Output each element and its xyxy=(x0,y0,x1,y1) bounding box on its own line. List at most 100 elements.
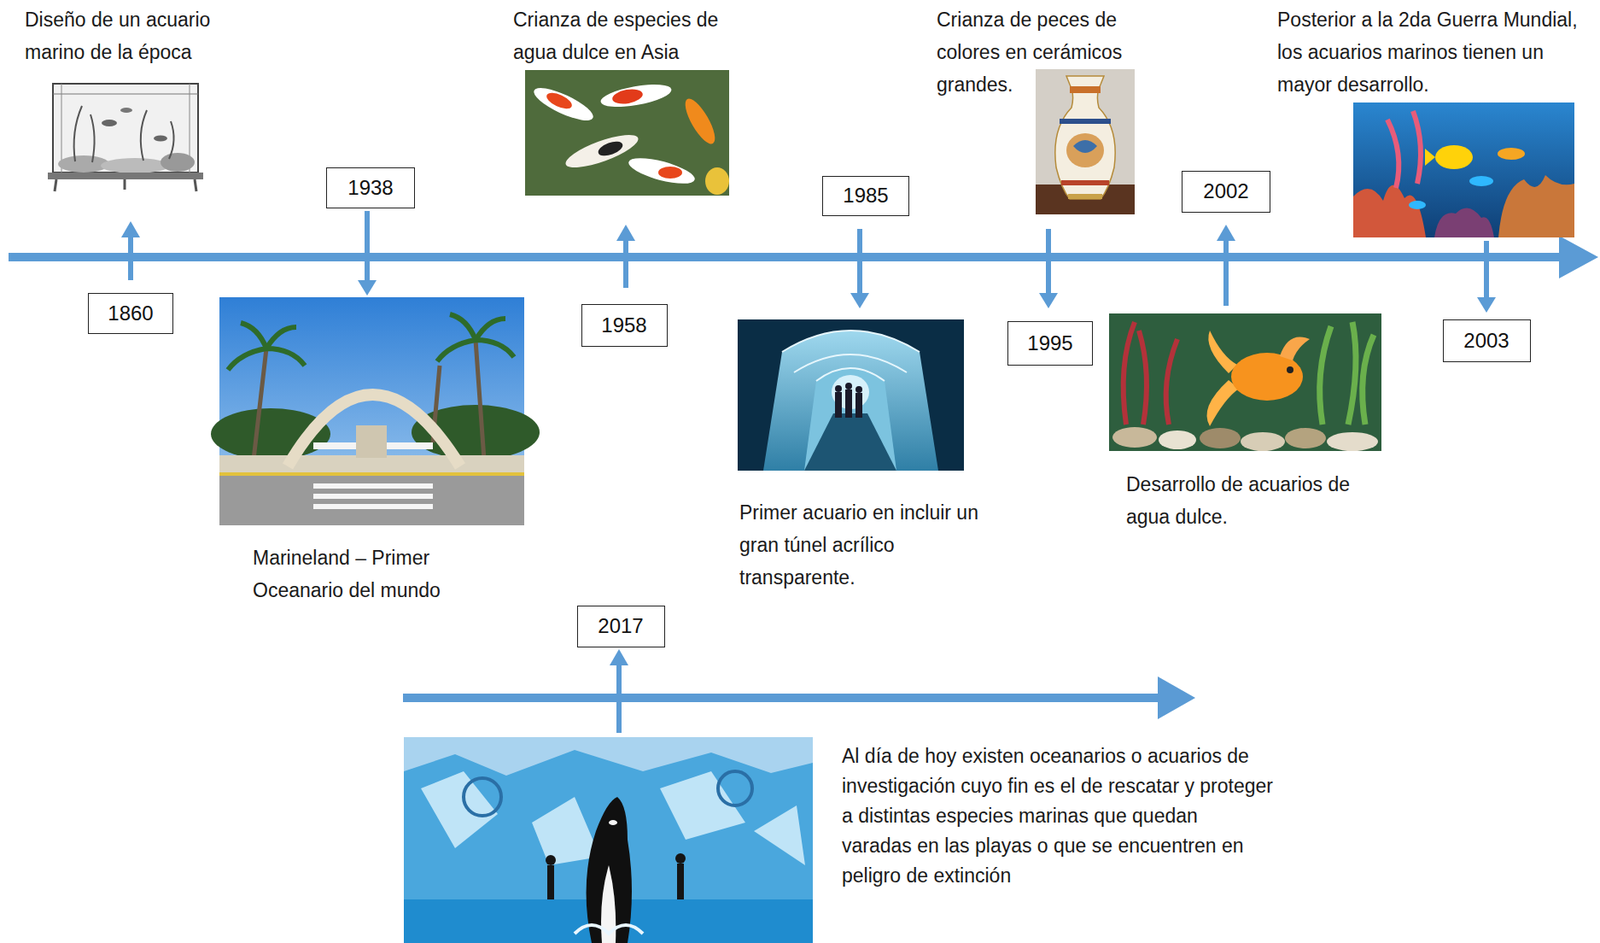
year-text: 1860 xyxy=(107,301,153,327)
tunnel-photo-part xyxy=(804,413,897,471)
goldfish-photo-part xyxy=(1199,427,1241,449)
tick-arrow-part xyxy=(616,663,622,733)
vase-photo xyxy=(1035,69,1135,215)
tick-arrow-part xyxy=(1216,224,1236,241)
tick-arrow-part xyxy=(850,292,870,309)
goldfish-photo-part xyxy=(1206,379,1239,427)
aquarium-sketch-part xyxy=(61,83,63,173)
koi-photo-part xyxy=(658,166,683,179)
year-text: 2002 xyxy=(1202,179,1249,205)
reef-photo-part xyxy=(1408,200,1426,210)
marineland-photo xyxy=(210,297,540,526)
year-box: 1958 xyxy=(581,303,668,347)
orca-photo xyxy=(403,736,813,943)
tick-arrow-part xyxy=(609,648,629,666)
koi-photo-part xyxy=(705,167,730,195)
year-box: 1995 xyxy=(1007,321,1093,366)
vase-photo-part xyxy=(1059,118,1111,124)
year-text: 1958 xyxy=(601,313,647,339)
aquarium-sketch-part xyxy=(153,135,168,142)
reef-photo-part xyxy=(1387,110,1421,188)
goldfish-photo-part xyxy=(1109,313,1382,451)
year-text: 2003 xyxy=(1463,328,1509,354)
goldfish-photo-part xyxy=(1112,426,1157,448)
goldfish-photo-part xyxy=(1319,321,1374,425)
aquarium-sketch-part xyxy=(52,93,199,95)
aquarium-sketch-part xyxy=(54,179,197,192)
goldfish-photo-part xyxy=(1240,432,1285,451)
event-description: Crianza de peces de colores en cerámicos… xyxy=(936,3,1168,101)
timeline-axis xyxy=(402,676,1196,719)
goldfish-photo-part xyxy=(1284,427,1326,449)
tick-arrow-part xyxy=(357,280,377,296)
aquarium-sketch-part xyxy=(100,157,170,174)
event-description: Primer acuario en incluir un gran túnel … xyxy=(739,496,979,594)
koi-photo-part xyxy=(562,128,643,174)
year-box: 1985 xyxy=(822,175,910,217)
tunnel-photo xyxy=(737,319,964,471)
vase-photo-part xyxy=(1066,133,1104,168)
event-description: Desarrollo de acuarios de agua dulce. xyxy=(1126,467,1357,533)
year-box: 2017 xyxy=(577,605,666,648)
event-description: Posterior a la 2da Guerra Mundial, los a… xyxy=(1277,3,1595,101)
orca-photo-part xyxy=(545,854,556,865)
tunnel-photo-part xyxy=(804,367,897,471)
event-description: Al día de hoy existen oceanarios o acuar… xyxy=(841,741,1273,891)
marineland-photo-part xyxy=(313,503,433,509)
koi-photo-part xyxy=(544,89,575,112)
koi-photo-part xyxy=(530,81,597,127)
vase-photo-part xyxy=(1068,193,1103,199)
marineland-photo-part xyxy=(313,483,433,489)
tunnel-photo-part xyxy=(855,392,863,418)
vase-photo-part xyxy=(1073,140,1098,153)
vase-photo-part xyxy=(1055,75,1116,199)
reef-photo-part xyxy=(1353,185,1426,238)
tunnel-photo-part xyxy=(845,389,853,418)
orca-photo-part xyxy=(675,852,686,864)
year-box: 2003 xyxy=(1442,319,1531,363)
timeline-axis-part xyxy=(402,693,1163,702)
orca-photo-part xyxy=(718,770,753,806)
tick-arrow-part xyxy=(1477,297,1496,313)
timeline-axis-part xyxy=(1157,676,1196,719)
year-text: 1938 xyxy=(347,175,393,201)
aquarium-sketch xyxy=(40,71,210,194)
goldfish-photo-part xyxy=(1326,432,1379,451)
reef-photo-part xyxy=(1434,208,1495,238)
orca-photo-part xyxy=(463,777,502,816)
goldfish-photo-part xyxy=(1208,330,1238,374)
orca-photo-part xyxy=(608,819,618,825)
orca-photo-part xyxy=(574,924,643,934)
koi-photo-part xyxy=(525,70,730,196)
aquarium-sketch-part xyxy=(101,119,117,127)
marineland-photo-part xyxy=(219,472,525,476)
orca-photo-part xyxy=(677,863,684,900)
aquarium-sketch-part xyxy=(47,172,204,180)
timeline-axis-part xyxy=(8,252,1565,262)
year-box: 2002 xyxy=(1181,170,1271,213)
goldfish-photo xyxy=(1109,313,1382,451)
year-text: 1995 xyxy=(1027,331,1073,357)
orca-photo-part xyxy=(547,864,555,900)
vase-photo-part xyxy=(1069,86,1101,94)
koi-photo-part xyxy=(596,138,625,158)
event-description: Crianza de especies de agua dulce en Asi… xyxy=(513,3,761,69)
tunnel-photo-part xyxy=(845,382,853,390)
tunnel-photo-part xyxy=(835,391,842,418)
tick-arrow-part xyxy=(1223,239,1229,306)
marineland-photo-part xyxy=(437,314,514,362)
tick-arrow-part xyxy=(623,239,629,288)
tunnel-photo-part xyxy=(763,330,939,471)
reef-photo-part xyxy=(1353,102,1575,238)
aquarium-sketch-part xyxy=(160,152,195,172)
orca-photo-part xyxy=(403,736,813,943)
tunnel-photo-part xyxy=(835,385,842,392)
tunnel-photo-part xyxy=(737,319,964,471)
koi-photo-part xyxy=(679,94,720,148)
tick-arrow-part xyxy=(857,228,863,295)
reef-photo-part xyxy=(1435,145,1473,170)
event-description: Marineland – Primer Oceanario del mundo xyxy=(252,541,509,607)
year-box: 1938 xyxy=(326,167,415,209)
